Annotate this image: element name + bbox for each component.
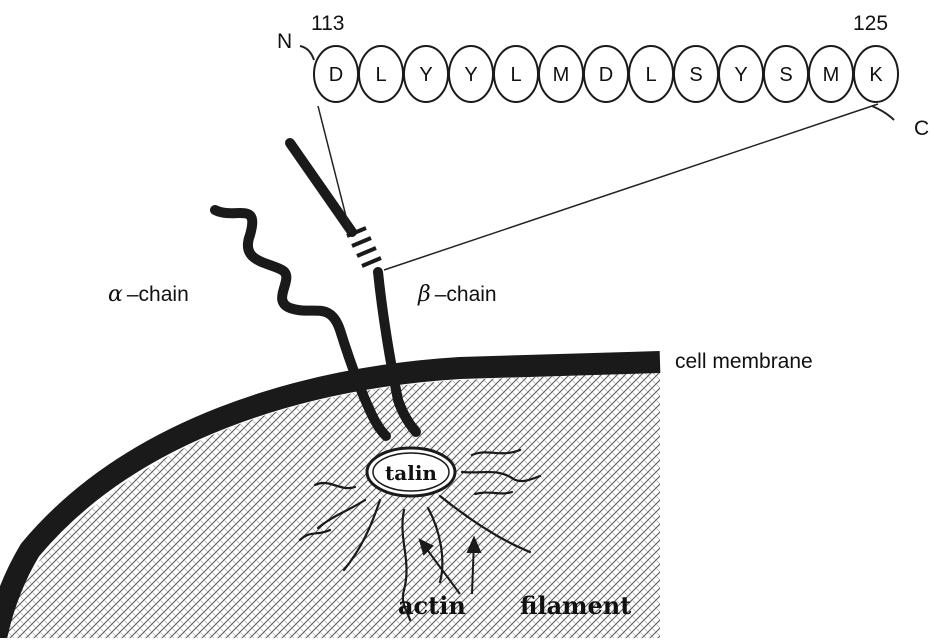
- residue: S: [764, 46, 808, 102]
- c-terminus-label: C: [914, 117, 929, 140]
- residue: D: [584, 46, 628, 102]
- residue-label: K: [869, 64, 883, 86]
- residue: L: [629, 46, 673, 102]
- residue: Y: [404, 46, 448, 102]
- residue-label: D: [329, 64, 343, 86]
- residue: K: [854, 46, 898, 102]
- residue: D: [314, 46, 358, 102]
- start-index-label: 113: [311, 12, 344, 35]
- residue-label: D: [599, 64, 613, 86]
- residue-label: Y: [734, 64, 747, 86]
- residue: M: [539, 46, 583, 102]
- cell-membrane-label: cell membrane: [675, 350, 813, 373]
- filament-label: filament: [520, 591, 631, 620]
- residue-label: Y: [464, 64, 477, 86]
- residue: M: [809, 46, 853, 102]
- residue-label: L: [645, 64, 656, 86]
- residue-label: L: [510, 64, 521, 86]
- residue: S: [674, 46, 718, 102]
- residue-label: M: [823, 64, 840, 86]
- residue-label: M: [553, 64, 570, 86]
- residue: Y: [719, 46, 763, 102]
- actin-label: actin: [398, 591, 466, 620]
- residue: Y: [449, 46, 493, 102]
- end-index-label: 125: [853, 12, 888, 35]
- n-terminus-label: N: [277, 30, 292, 53]
- residue: L: [494, 46, 538, 102]
- residue-label: L: [375, 64, 386, 86]
- talin: talin: [367, 448, 455, 496]
- residue-label: S: [689, 64, 702, 86]
- alpha-chain-label: α–chain: [108, 282, 189, 307]
- residue-label: Y: [419, 64, 432, 86]
- connector-line: [384, 104, 878, 270]
- residue: L: [359, 46, 403, 102]
- talin-label: talin: [385, 461, 437, 485]
- residue-label: S: [779, 64, 792, 86]
- beta-chain-label: β–chain: [417, 282, 497, 307]
